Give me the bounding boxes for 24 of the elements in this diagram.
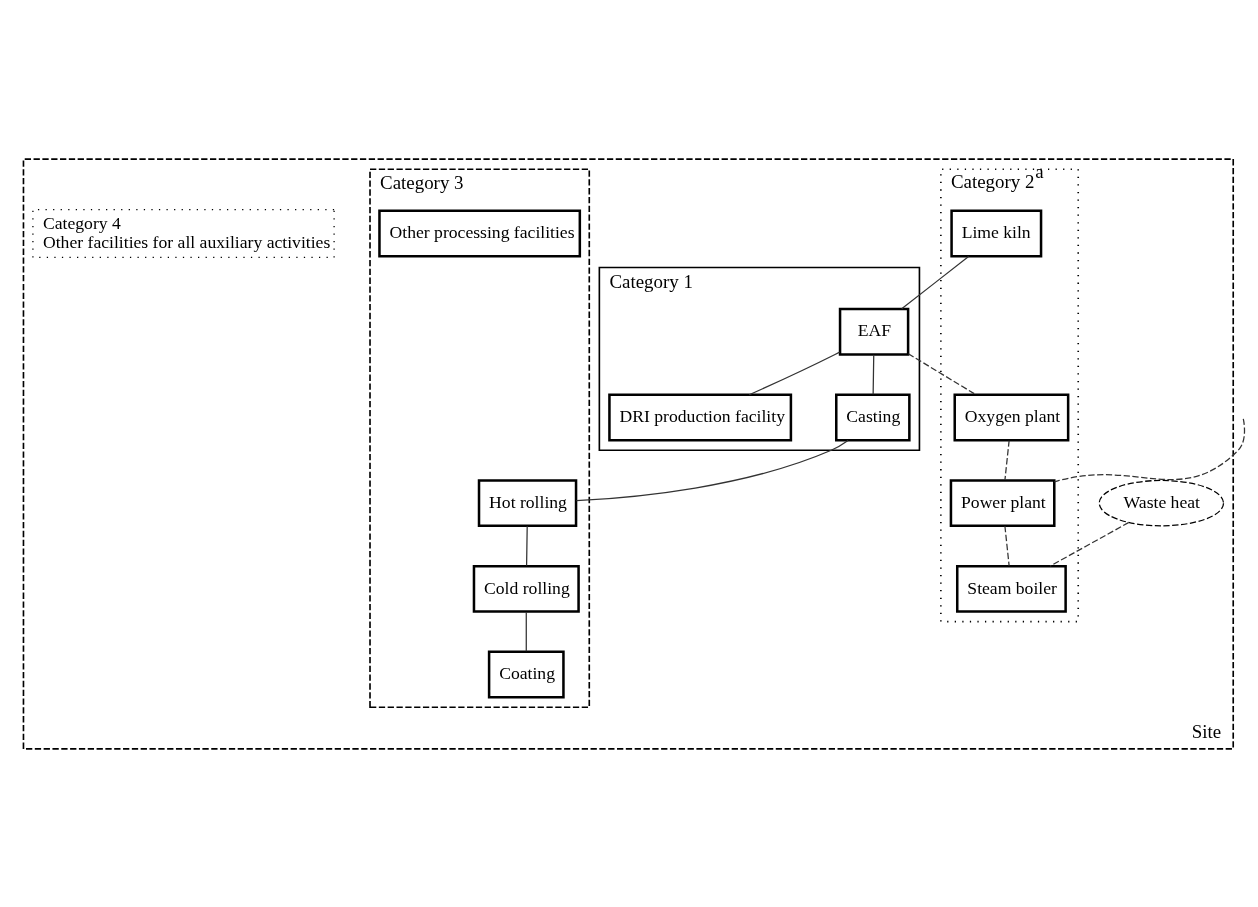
connector <box>1004 439 1010 481</box>
connector <box>1004 525 1010 566</box>
node-box: Oxygen plant <box>953 393 1070 441</box>
node-box: Casting <box>835 393 911 441</box>
connector <box>525 525 528 566</box>
node-box: Other processing facilities <box>378 209 582 257</box>
connector <box>575 439 849 501</box>
node-box: Coating <box>487 650 565 698</box>
connector <box>525 610 527 652</box>
node-box: Steam boiler <box>956 564 1067 613</box>
node-box: Hot rolling <box>477 478 578 527</box>
connector <box>1049 521 1130 567</box>
connector <box>872 353 875 395</box>
connector <box>901 255 970 309</box>
node-box: Power plant <box>949 478 1056 527</box>
connector <box>907 352 977 395</box>
node-box: DRI production facility <box>608 393 793 441</box>
node-ellipse: Waste heat <box>1098 479 1225 526</box>
node-box: Lime kiln <box>950 209 1043 257</box>
connector <box>748 350 841 395</box>
node-box: Category 4 Other facilities for all auxiliary activities <box>32 208 335 258</box>
node-box: Cold rolling <box>472 564 580 613</box>
connector <box>1053 417 1246 482</box>
node-box: EAF <box>838 307 910 356</box>
